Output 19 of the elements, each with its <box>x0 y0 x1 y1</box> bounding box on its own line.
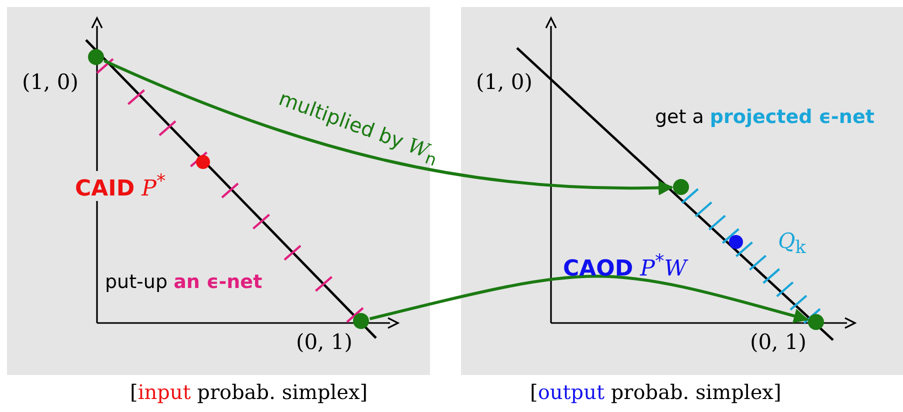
coordinate-label: (1, 0) <box>476 70 532 94</box>
coordinate-label: (0, 1) <box>750 330 806 354</box>
annotation: put-up an ϵ-net <box>105 271 262 293</box>
coordinate-label: (1, 0) <box>22 70 78 94</box>
arrow <box>369 274 809 324</box>
point-marker <box>673 179 689 195</box>
panel-label: [input probab. simplex] <box>130 380 368 404</box>
point-marker <box>729 235 743 249</box>
annotation: CAOD P$^{*}$W <box>563 251 687 282</box>
coordinate-label: (0, 1) <box>296 330 352 354</box>
arrow <box>104 59 674 196</box>
annotation: CAID P$^{*}$ <box>75 171 166 202</box>
point-marker <box>353 313 369 329</box>
point-marker <box>196 155 210 169</box>
point-marker <box>88 49 104 65</box>
panel-label: [output probab. simplex] <box>530 380 782 404</box>
coordinate-label: Q$_{k}$ <box>778 229 806 258</box>
annotation: get a projected ϵ-net <box>655 106 874 128</box>
point-marker <box>808 314 824 330</box>
